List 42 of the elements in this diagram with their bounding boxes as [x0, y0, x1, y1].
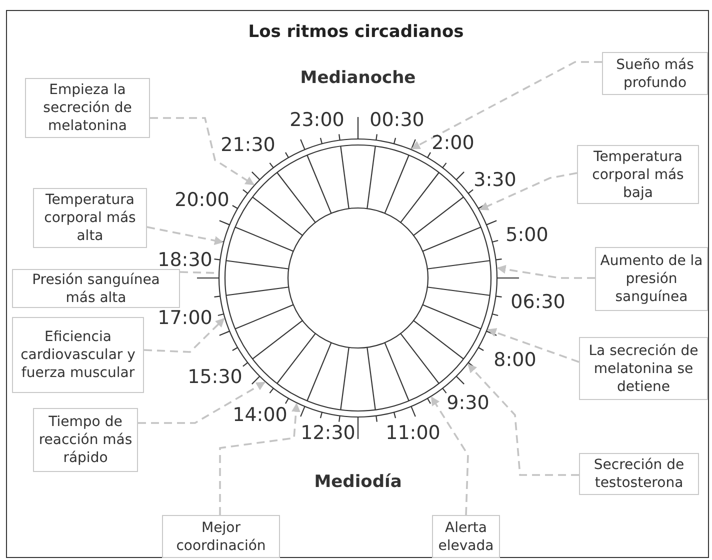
leader-arrow: [487, 328, 580, 363]
leader-arrow: [411, 61, 602, 150]
time-label: 11:00: [386, 422, 440, 444]
callout-box: Temperatura corporal más baja: [577, 145, 699, 204]
time-label: 14:00: [232, 404, 288, 426]
time-label: 00:30: [370, 109, 424, 131]
callout-box: Alerta elevada: [432, 515, 500, 558]
time-label: 06:30: [510, 291, 566, 313]
time-label: 5:00: [506, 224, 548, 246]
leader-arrow: [479, 172, 578, 210]
callout-box: Presión sanguínea más alta: [12, 269, 180, 308]
callout-box: Sueño más profundo: [602, 52, 708, 95]
time-label: 15:30: [188, 366, 242, 388]
time-label: 2:00: [432, 132, 474, 154]
callout-box: Eficiencia cardiovascular y fuerza muscular: [12, 317, 144, 393]
time-label: 20:00: [174, 189, 230, 211]
leader-arrow: [468, 364, 579, 476]
time-label: 18:30: [158, 249, 212, 271]
time-label: 9:30: [446, 392, 490, 414]
section-heading: Mediodía: [314, 472, 402, 492]
callout-box: La secreción de melatonina se detiene: [579, 337, 708, 400]
section-heading: Medianoche: [300, 68, 416, 88]
callout-box: Empieza la secreción de melatonina: [25, 78, 150, 138]
leader-arrow: [496, 264, 595, 279]
callout-box: Mejor coordinación: [162, 515, 280, 558]
callout-box: Aumento de la presión sanguínea: [595, 247, 708, 311]
callout-box: Temperatura corporal más alta: [33, 188, 147, 248]
time-label: 8:00: [494, 349, 536, 371]
callout-box: Tiempo de reacción más rápido: [33, 408, 138, 472]
time-label: 12:30: [300, 422, 356, 444]
leader-arrow: [219, 402, 300, 515]
diagram-title: Los ritmos circadianos: [247, 22, 465, 42]
time-label: 3:30: [474, 169, 516, 191]
leader-arrow: [150, 117, 254, 186]
callout-box: Secreción de testosterona: [579, 453, 699, 495]
leader-arrow: [144, 318, 225, 353]
leader-arrow: [146, 226, 224, 245]
leader-arrow: [138, 382, 266, 424]
leader-arrow: [430, 396, 469, 516]
time-label: 17:00: [158, 307, 212, 329]
time-label: 23:00: [290, 109, 344, 131]
time-label: 21:30: [220, 134, 276, 156]
